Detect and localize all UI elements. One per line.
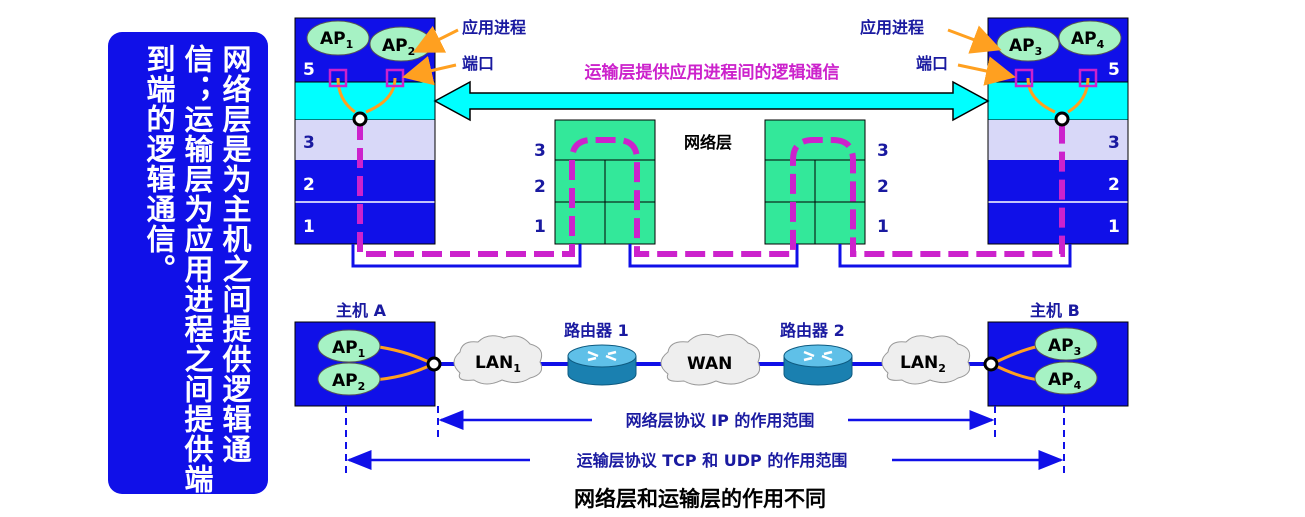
ip-scope-label: 网络层协议 IP 的作用范围 — [626, 411, 815, 430]
bottom-ap1-sub: 1 — [358, 347, 366, 360]
host-a-ap1-sub: 1 — [346, 38, 354, 51]
svg-text:LAN2: LAN2 — [900, 353, 946, 375]
bottom-ap2-sub: 2 — [358, 380, 366, 393]
host-a-app-process-label: 应用进程 — [462, 18, 526, 37]
svg-text:AP4: AP4 — [1071, 29, 1105, 51]
host-b-label: 主机 B — [1030, 301, 1080, 320]
wan-label: WAN — [687, 354, 732, 374]
host-b-port-label: 端口 — [916, 54, 948, 73]
host-b-ap4-sub: 4 — [1097, 38, 1105, 51]
host-a-layer-1: 1 — [303, 217, 315, 237]
router-2-layer-1: 1 — [877, 217, 889, 237]
host-a-port-label: 端口 — [462, 54, 494, 73]
host-b-ap3-sub: 3 — [1035, 45, 1043, 58]
host-b-layer-1: 1 — [1108, 217, 1120, 237]
network-layer-label: 网络层 — [684, 133, 732, 152]
host-a-transport-node — [352, 111, 368, 127]
svg-text:AP2: AP2 — [332, 371, 365, 393]
router-1-layer-1: 1 — [534, 217, 546, 237]
bottom-ap2-base: AP — [332, 371, 358, 391]
router-2-icon — [783, 344, 853, 386]
bottom-ap4-sub: 4 — [1074, 379, 1082, 392]
lan2-cloud: LAN2 — [881, 335, 971, 385]
host-b-box: AP3 AP4 — [983, 321, 1129, 407]
bottom-ap3-sub: 3 — [1074, 345, 1082, 358]
svg-text:AP3: AP3 — [1048, 336, 1081, 358]
svg-text:AP4: AP4 — [1048, 370, 1082, 392]
transport-scope-label: 运输层协议 TCP 和 UDP 的作用范围 — [577, 451, 848, 470]
host-a-ap2-sub: 2 — [408, 45, 416, 58]
host-b-app-process-label: 应用进程 — [860, 18, 924, 37]
lan1-cloud: LAN1 — [453, 335, 543, 385]
host-b-transport-node — [1054, 111, 1070, 127]
host-a-label: 主机 A — [336, 301, 387, 320]
lan2-base: LAN — [900, 353, 938, 373]
host-a-ap-lines — [336, 77, 397, 114]
router-2-layer-3: 3 — [877, 141, 889, 161]
lan1-base: LAN — [475, 353, 513, 373]
physical-path — [351, 244, 1072, 268]
router-1-layer-3: 3 — [534, 141, 546, 161]
bottom-ap4-base: AP — [1048, 370, 1074, 390]
bottom-ap3-base: AP — [1048, 336, 1074, 356]
svg-text:AP2: AP2 — [382, 36, 415, 58]
host-b-layer-3: 3 — [1108, 133, 1120, 153]
router-2-layer-2: 2 — [877, 177, 889, 197]
host-a-ap1-ellipse — [306, 20, 370, 56]
host-a-layer-2: 2 — [303, 175, 315, 195]
svg-text:AP1: AP1 — [332, 338, 365, 360]
wan-cloud: WAN — [660, 333, 761, 386]
logical-path — [357, 120, 1065, 257]
router-1-layer-2: 2 — [534, 177, 546, 197]
host-b-ap3-base: AP — [1009, 36, 1035, 56]
host-a-layer-5: 5 — [303, 60, 315, 80]
svg-text:AP3: AP3 — [1009, 36, 1042, 58]
router-1-icon — [567, 344, 637, 386]
host-b-ap4-ellipse — [1058, 20, 1122, 56]
side-note-text: 网络层是为主机之间提供逻辑通信；运输层为应用进程之间提供端到端的逻辑通信。 — [142, 44, 252, 494]
svg-text:LAN1: LAN1 — [475, 353, 521, 375]
router-2-label: 路由器 2 — [780, 321, 845, 340]
svg-text:AP1: AP1 — [320, 29, 353, 51]
figure-caption: 网络层和运输层的作用不同 — [574, 487, 826, 511]
host-b-ap4-base: AP — [1071, 29, 1097, 49]
host-b-ap-lines — [1026, 77, 1090, 114]
host-a-layer-3: 3 — [303, 133, 315, 153]
router-1-label: 路由器 1 — [564, 321, 629, 340]
lan2-sub: 2 — [938, 362, 946, 375]
host-b-port-1 — [1014, 68, 1034, 88]
host-a-port-1 — [328, 68, 348, 88]
host-a-ap1-base: AP — [320, 29, 346, 49]
router-2-stack: 3 2 1 — [764, 119, 889, 245]
lan1-sub: 1 — [513, 362, 521, 375]
logical-comm-label: 运输层提供应用进程间的逻辑通信 — [585, 62, 840, 83]
host-b-port-2 — [1078, 68, 1098, 88]
bottom-ap1-base: AP — [332, 338, 358, 358]
host-b-layer-2: 2 — [1108, 175, 1120, 195]
host-a-box: AP1 AP2 — [294, 321, 442, 407]
host-b-layer-5: 5 — [1108, 60, 1120, 80]
side-note-box: 网络层是为主机之间提供逻辑通信；运输层为应用进程之间提供端到端的逻辑通信。 — [108, 32, 268, 494]
transport-double-arrow — [433, 80, 990, 122]
host-a-ap2-base: AP — [382, 36, 408, 56]
